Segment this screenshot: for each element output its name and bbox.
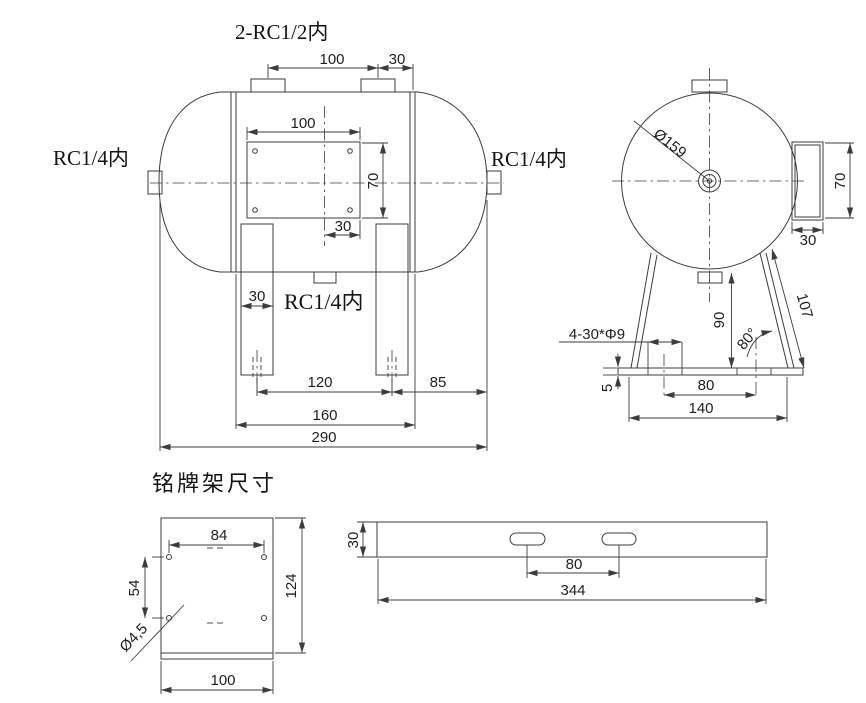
side-port-right [486,170,502,195]
dim-strip-length: 344 [560,582,585,599]
leg-center-marks [252,350,397,392]
label-port-left: RC1/4内 [53,146,129,170]
side-view: Ø159 4-30*Φ9 [559,68,854,422]
dim-plate-width: 100 [290,115,315,132]
centerlines [150,106,504,246]
base-holes-leader [559,338,683,368]
nameplate-strip-view: 30 80 344 [345,521,768,604]
dim-base-hole-spacing: 80 [698,377,715,394]
nameplate-front-view: 84 54 Ø4,5 124 100 [116,517,306,694]
dim-strip-height: 30 [345,532,362,549]
base-plate [617,337,804,398]
dim-nameplate-height: 124 [283,573,300,598]
dim-nameplate-width: 100 [210,672,235,689]
weld-seam-lines [230,92,416,272]
dim-top-port-offset: 30 [389,51,406,68]
front-dimension-lines [160,64,487,451]
tank-outline [158,91,488,273]
label-port-bottom: RC1/4内 [284,289,363,314]
nameplate-center-marks [207,547,223,624]
dim-body-length: 160 [312,407,337,424]
mounting-plate [246,141,361,219]
dim-diameter: Ø159 [650,125,689,161]
dim-leg-angle: 80° [734,325,762,353]
dim-base-width: 140 [688,400,713,417]
label-base-holes: 4-30*Φ9 [569,326,625,343]
side-dimension-lines [614,143,854,422]
diameter-leader-line [633,120,710,182]
dim-plate-height: 70 [365,173,382,190]
top-port-right [360,78,396,93]
dim-leg-width: 30 [249,288,266,305]
label-port-right: RC1/4内 [491,147,567,171]
dim-strip-slot-spacing: 80 [566,556,583,573]
dim-bracket-width: 30 [800,232,817,249]
top-port-left [250,78,286,93]
dim-top-port-spacing: 100 [319,51,344,68]
dim-plate-offset: 30 [335,218,352,235]
dim-bracket-height: 70 [832,173,849,190]
dim-leg-to-end: 85 [430,374,447,391]
bottom-port [313,271,337,284]
label-top-ports: 2-RC1/2内 [235,20,328,44]
side-bottom-port [697,271,723,284]
strip-dimension-lines [359,522,766,604]
dim-leg-length: 107 [793,291,816,320]
dim-base-thickness: 5 [599,384,616,392]
front-extension-lines [159,64,488,451]
side-legs [630,252,795,369]
dim-hole-diameter: Ø4,5 [116,620,151,655]
side-bracket [791,141,824,221]
front-view: 100 30 100 70 30 30 120 85 160 290 2-RC1… [53,20,567,451]
dim-overall-length: 290 [311,429,336,446]
dim-port-height: 90 [711,312,728,329]
dim-hole-spacing-v: 54 [126,580,143,597]
side-port-left [147,170,163,195]
nameplate-holes [166,554,267,621]
nameplate-outline [160,517,274,660]
strip-extension-lines [357,521,767,604]
nameplate-dimension-lines [130,518,306,694]
nameplate-extension-lines [152,517,306,694]
dim-hole-spacing-h: 84 [211,527,228,544]
side-extension-lines [603,142,854,422]
strip-outline [376,521,768,558]
strip-slots [509,532,637,546]
nameplate-section-title: 铭牌架尺寸 [152,471,277,496]
dim-leg-spacing: 120 [307,374,332,391]
